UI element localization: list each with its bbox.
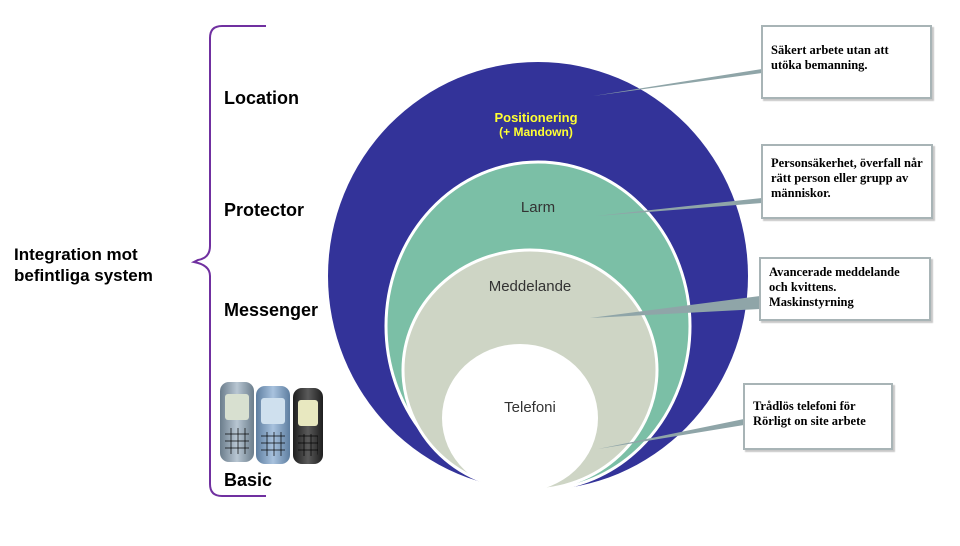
positionering-title: Positionering bbox=[494, 110, 578, 125]
callout-meddelande: Avancerade meddelande och kvittens. Mask… bbox=[759, 257, 931, 321]
leader-3 bbox=[590, 296, 760, 318]
ring-label-meddelande: Meddelande bbox=[488, 278, 572, 295]
integration-label: Integration mot befintliga system bbox=[14, 245, 153, 285]
phone-icon bbox=[256, 386, 290, 464]
ring-label-telefoni: Telefoni bbox=[504, 399, 556, 416]
leader-2 bbox=[596, 198, 762, 216]
leader-1 bbox=[593, 69, 762, 96]
level-protector: Protector bbox=[224, 200, 305, 220]
leader-4 bbox=[598, 419, 744, 449]
level-basic: Basic bbox=[224, 470, 273, 490]
callout-larm: Personsäkerhet, överfall når rätt person… bbox=[761, 144, 933, 219]
phone-icon bbox=[293, 388, 323, 464]
ring-telefoni bbox=[442, 344, 598, 492]
phone-icon bbox=[220, 382, 254, 462]
callout-telefoni: Trådlös telefoni för Rörligt on site arb… bbox=[743, 383, 893, 450]
level-messenger: Messenger bbox=[224, 300, 319, 320]
bracket bbox=[190, 25, 266, 497]
level-location: Location bbox=[224, 88, 299, 108]
callout-positionering: Säkert arbete utan att utöka bemanning. bbox=[761, 25, 932, 99]
ring-label-larm: Larm bbox=[520, 199, 556, 216]
ring-label-positionering: Positionering (+ Mandown) bbox=[458, 110, 614, 140]
positionering-subtitle: (+ Mandown) bbox=[499, 125, 573, 139]
